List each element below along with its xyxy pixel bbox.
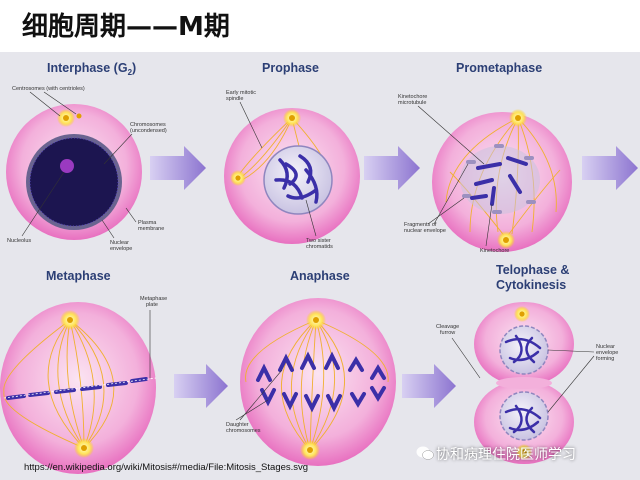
metaphase-cell [0, 302, 157, 474]
label-kinetochore: Kinetochore [480, 248, 509, 254]
stage-title-telophase: Telophase &Cytokinesis [496, 263, 569, 292]
label-centrosomes: Centrosomes (with centrioles) [12, 86, 85, 92]
interphase-cell [6, 104, 142, 240]
arrow-5 [402, 364, 456, 408]
anaphase-cell [240, 298, 396, 466]
watermark: 协和病理住院医师学习 [436, 447, 576, 463]
arrow-2 [364, 146, 420, 190]
arrow-1 [150, 146, 206, 190]
label-nucleolus: Nucleolus [7, 238, 31, 244]
prophase-cell [224, 108, 360, 244]
telophase-cells [474, 302, 574, 464]
wechat-icon [416, 446, 434, 460]
stage-title-anaphase: Anaphase [290, 269, 350, 283]
stage-title-metaphase: Metaphase [46, 269, 111, 283]
arrow-4 [174, 364, 228, 408]
stage-title-prophase: Prophase [262, 61, 319, 75]
stage-title-interphase: Interphase (G2) [47, 61, 136, 77]
slide-title: 细胞周期——M期 [22, 12, 230, 42]
stage-title-prometaphase: Prometaphase [456, 61, 542, 75]
arrow-3 [582, 146, 638, 190]
source-credit: https://en.wikipedia.org/wiki/Mitosis#/m… [24, 462, 309, 473]
mitosis-diagram: Interphase (G2) Centrosomes (with centri… [0, 52, 640, 480]
prometaphase-cell [432, 109, 572, 252]
label-chromosomes: Chromosomes(uncondensed) [130, 122, 167, 134]
